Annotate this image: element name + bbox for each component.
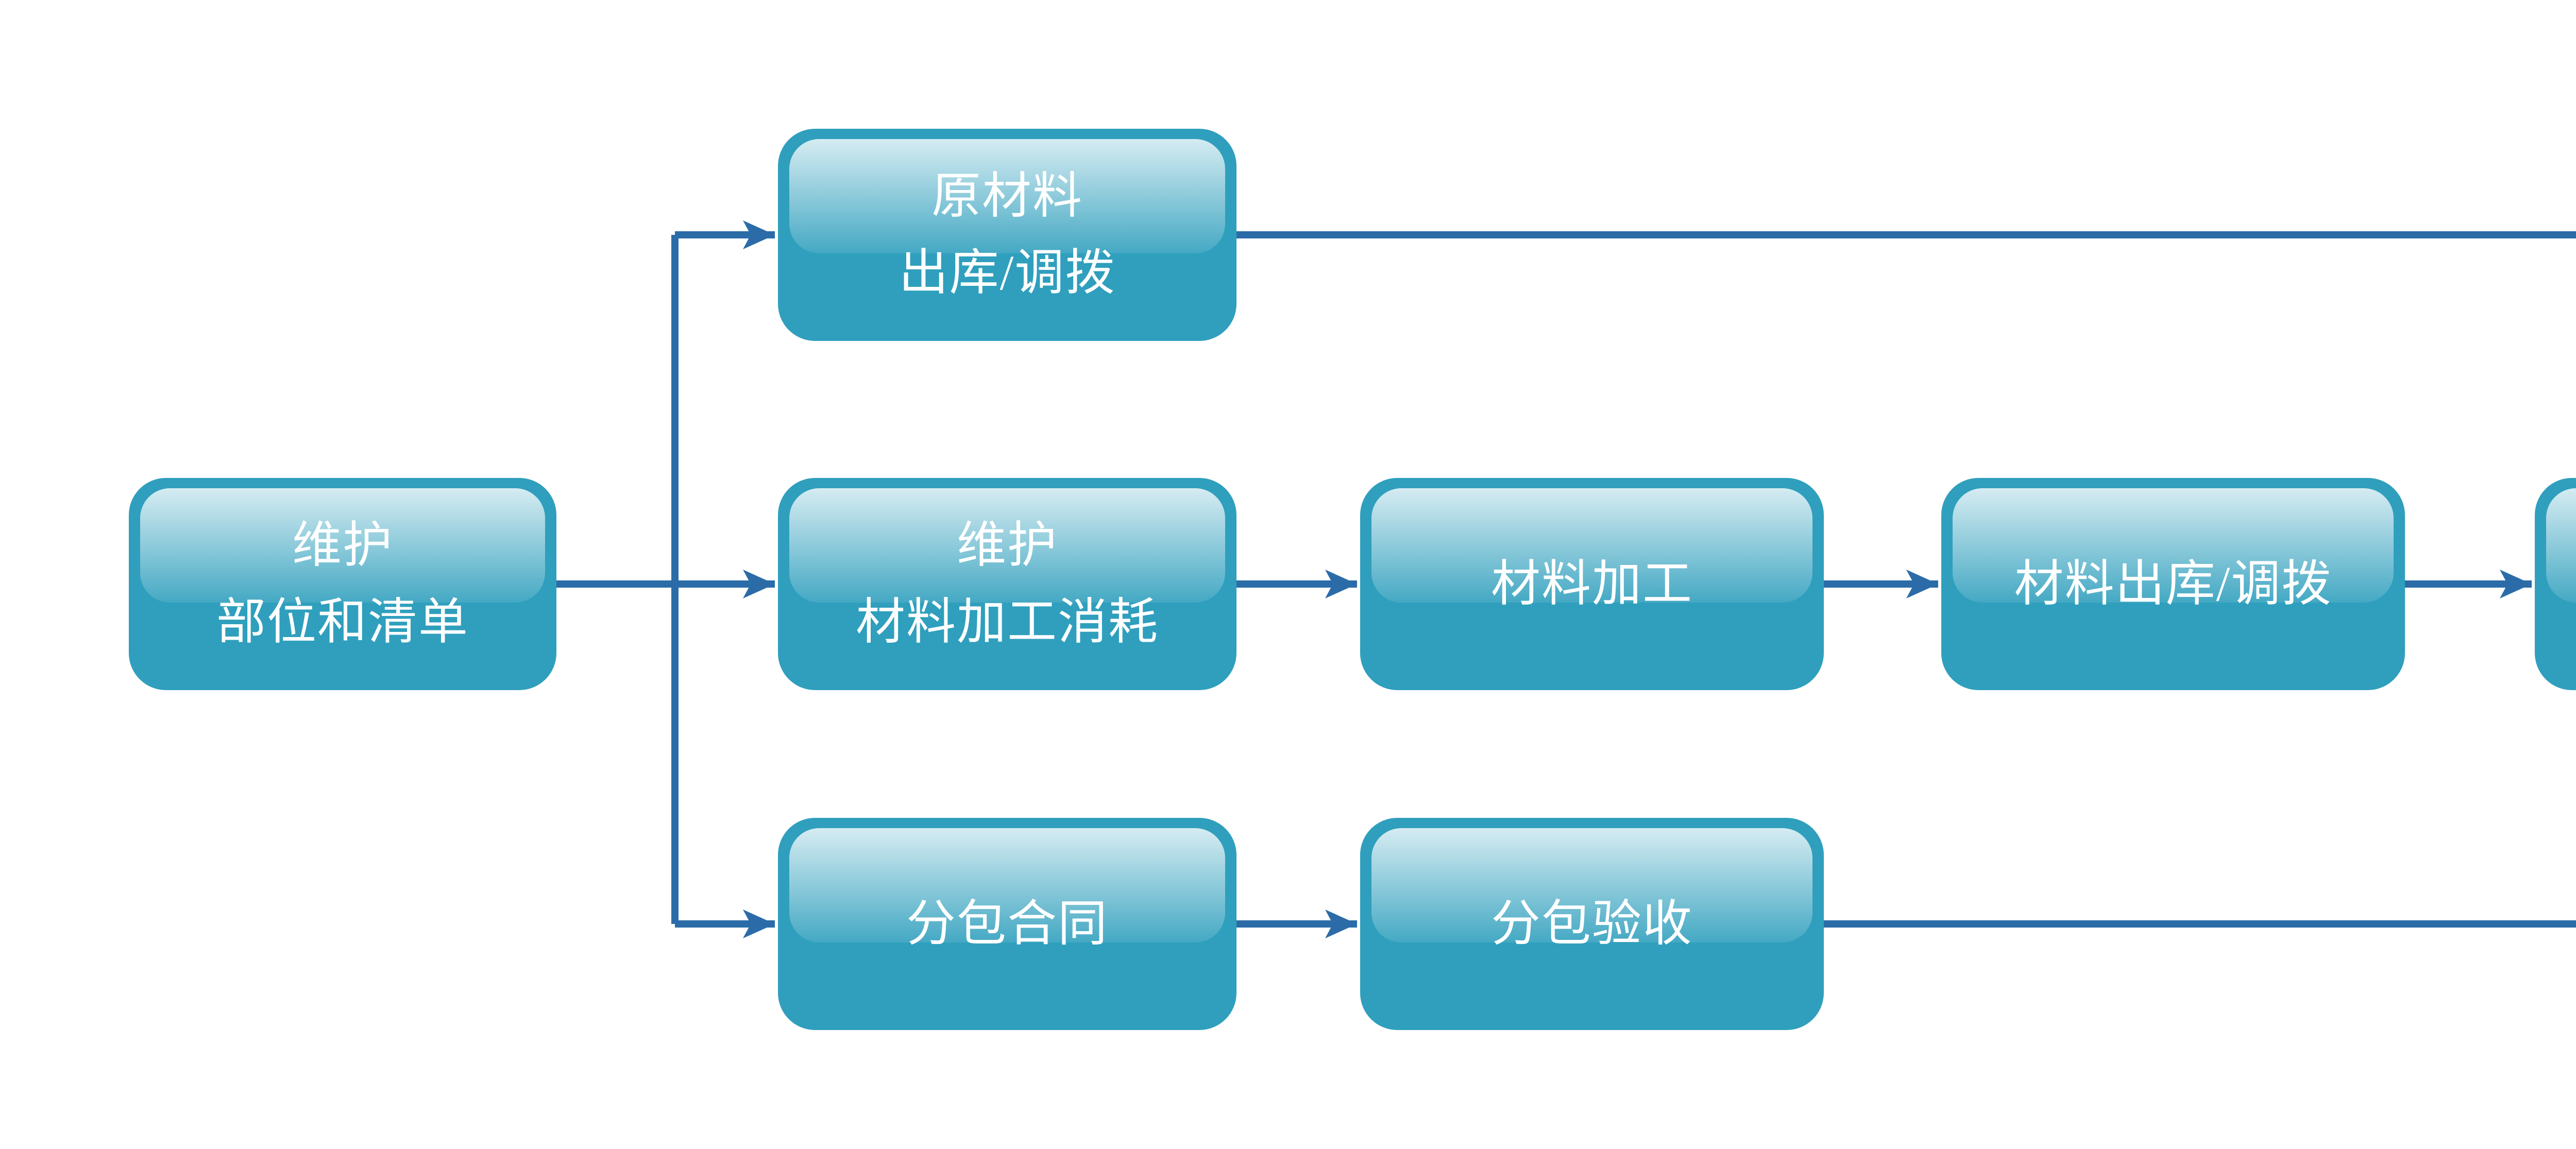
node-maintain-consume: 维护 材料加工消耗 xyxy=(778,478,1236,690)
node-label: 维护 部位和清单 xyxy=(216,518,469,649)
node-material-process: 材料加工 xyxy=(1360,478,1824,690)
node-label: 材料加工 xyxy=(1491,556,1693,611)
node-label: 分包合同 xyxy=(906,896,1108,951)
node-progress-analysis: 工程进度分析 xyxy=(2535,478,2576,690)
connector-rawmaterial-to-analysis xyxy=(1236,231,2576,238)
node-material-out: 材料出库/调拨 xyxy=(1941,478,2405,690)
connector-accept-to-analysis xyxy=(1824,920,2576,928)
node-raw-material-out: 原材料 出库/调拨 xyxy=(778,129,1236,341)
node-label: 维护 材料加工消耗 xyxy=(856,518,1159,649)
node-subcontract: 分包合同 xyxy=(778,818,1236,1030)
node-subcontract-accept: 分包验收 xyxy=(1360,818,1824,1030)
node-maintain-parts: 维护 部位和清单 xyxy=(129,478,556,690)
node-label: 材料出库/调拨 xyxy=(2014,556,2332,611)
node-label: 分包验收 xyxy=(1491,896,1693,951)
node-label: 原材料 出库/调拨 xyxy=(899,168,1116,300)
